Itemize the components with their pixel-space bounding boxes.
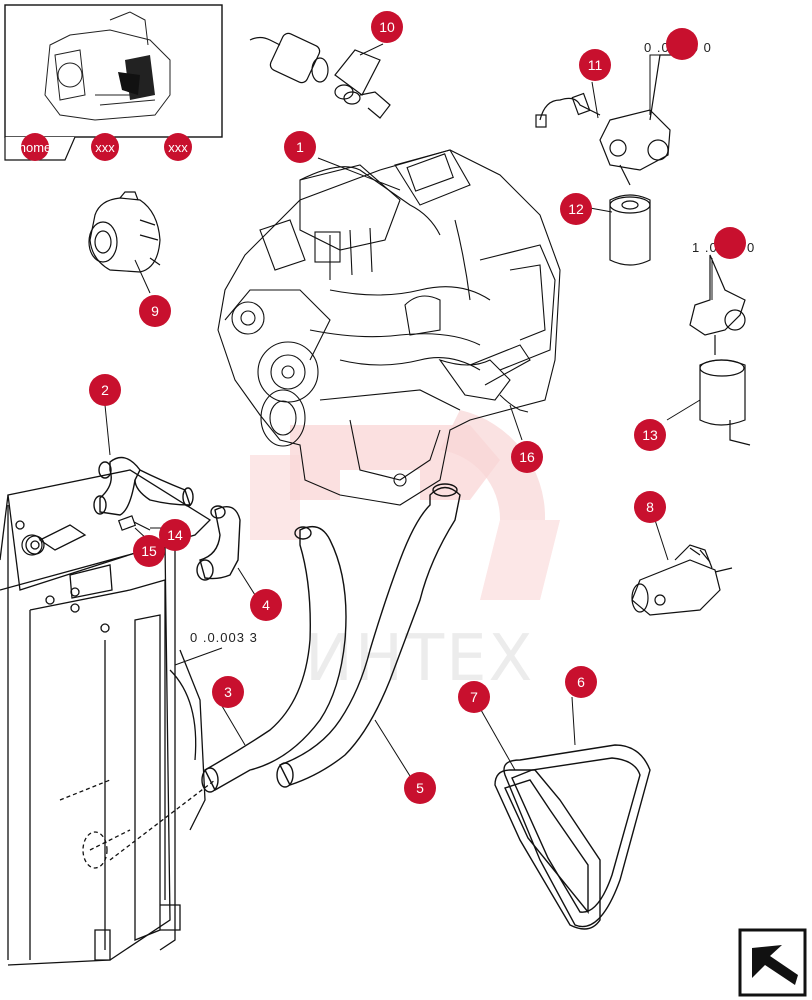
- svg-text:14: 14: [167, 527, 183, 543]
- ref-dot-oil[interactable]: [666, 28, 698, 60]
- svg-text:12: 12: [568, 201, 584, 217]
- callout-7-belt-inner[interactable]: 7: [458, 681, 490, 713]
- callouts: 1 2 3 4 5 6 7 8 9 10 11 12 13 14 15 16: [89, 11, 746, 804]
- fuel-filter-group: [689, 254, 751, 446]
- watermark-text: ИНТЕХ: [305, 622, 534, 696]
- alternator: [88, 191, 161, 273]
- callout-2-upper-hose[interactable]: 2: [89, 374, 121, 406]
- oil-filter-group: [535, 54, 680, 266]
- svg-text:4: 4: [262, 597, 270, 613]
- thermostat: [249, 32, 391, 119]
- inset-view-button-1[interactable]: xxx: [91, 133, 119, 161]
- callout-11-sensor[interactable]: 11: [579, 49, 611, 81]
- callout-3-lower-hose[interactable]: 3: [212, 676, 244, 708]
- callout-13-fuel-filter[interactable]: 13: [634, 419, 666, 451]
- callout-6-belt-outer[interactable]: 6: [565, 666, 597, 698]
- inset-view-button-2[interactable]: xxx: [164, 133, 192, 161]
- ref-dot-fuel[interactable]: [714, 227, 746, 259]
- callout-16-harness[interactable]: 16: [511, 441, 543, 473]
- hoses: [93, 456, 461, 793]
- svg-text:7: 7: [470, 689, 478, 705]
- callout-10-thermostat[interactable]: 10: [371, 11, 403, 43]
- svg-text:xxx: xxx: [95, 140, 115, 155]
- svg-text:home: home: [19, 140, 52, 155]
- svg-text:1: 1: [296, 139, 304, 155]
- callout-12-oil-filter[interactable]: 12: [560, 193, 592, 225]
- svg-text:5: 5: [416, 780, 424, 796]
- callout-14-fitting[interactable]: 14: [159, 519, 191, 551]
- callout-8-starter[interactable]: 8: [634, 491, 666, 523]
- svg-text:xxx: xxx: [168, 140, 188, 155]
- inset-panel: home xxx xxx: [4, 4, 223, 161]
- callout-4-short-hose[interactable]: 4: [250, 589, 282, 621]
- svg-text:10: 10: [379, 19, 395, 35]
- ref-label-radiator[interactable]: 0 .0.003 3: [190, 630, 258, 645]
- return-arrow-icon[interactable]: [738, 928, 807, 997]
- callout-9-alternator[interactable]: 9: [139, 295, 171, 327]
- svg-text:11: 11: [588, 57, 603, 73]
- inset-home-button[interactable]: home: [19, 133, 52, 161]
- svg-text:16: 16: [519, 449, 535, 465]
- svg-text:8: 8: [646, 499, 654, 515]
- drive-belts: [494, 744, 651, 930]
- fittings: [21, 515, 151, 556]
- svg-text:13: 13: [642, 427, 658, 443]
- radiator: [0, 469, 216, 966]
- callout-1-engine[interactable]: 1: [284, 131, 316, 163]
- callout-5-long-hose[interactable]: 5: [404, 772, 436, 804]
- svg-text:3: 3: [224, 684, 232, 700]
- leader-lines: [104, 43, 713, 777]
- starter-motor: [631, 544, 733, 616]
- svg-text:6: 6: [577, 674, 585, 690]
- callout-15-drain-plug[interactable]: 15: [133, 535, 165, 567]
- svg-text:2: 2: [101, 382, 109, 398]
- svg-text:9: 9: [151, 303, 159, 319]
- svg-text:15: 15: [141, 543, 157, 559]
- engine-assembly: [217, 149, 561, 506]
